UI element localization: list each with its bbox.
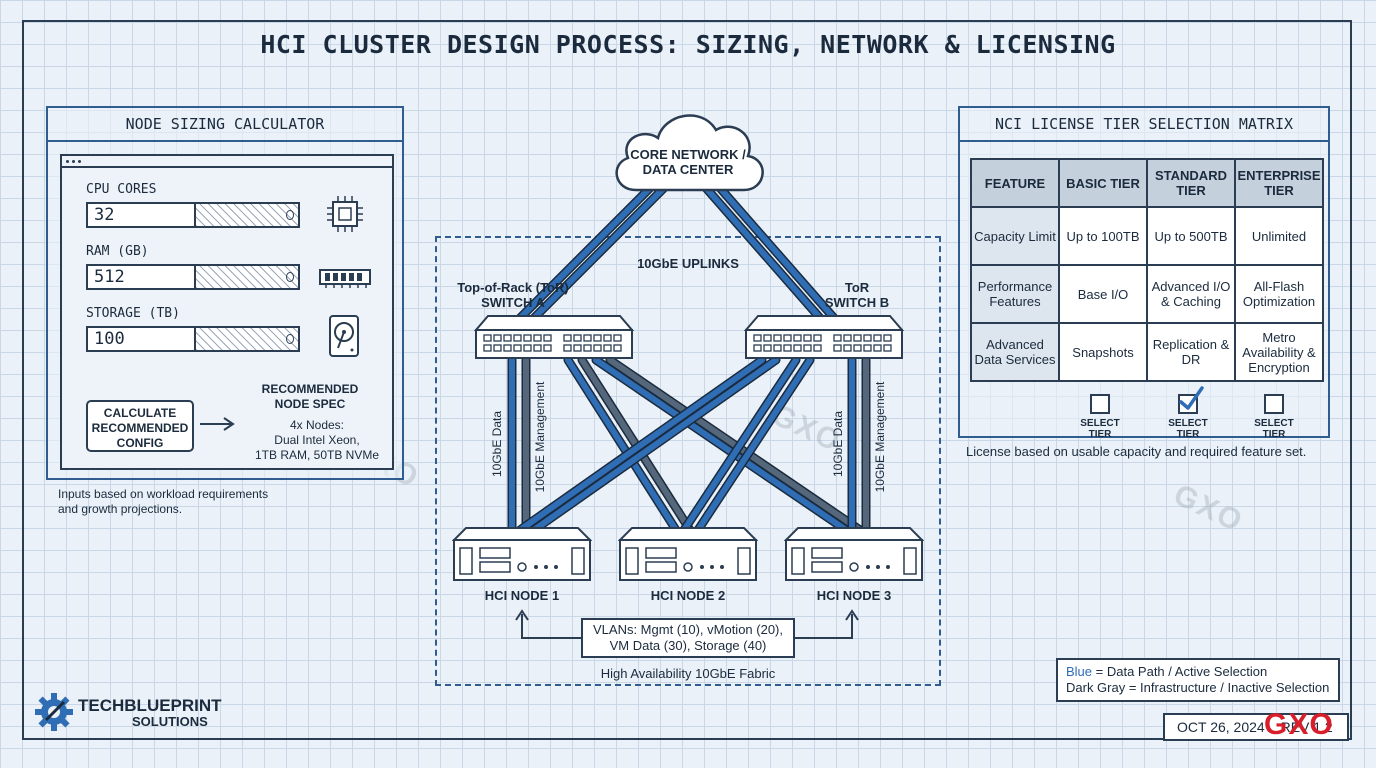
table-row: Capacity Limit Up to 100TB Up to 500TB U…: [970, 206, 1324, 266]
storage-label: STORAGE (TB): [86, 306, 180, 321]
table-row: Performance Features Base I/O Advanced I…: [970, 264, 1324, 324]
ha-fabric-boundary: [435, 236, 941, 686]
license-note: License based on usable capacity and req…: [966, 444, 1307, 459]
table-cell: Up to 500TB: [1146, 206, 1236, 266]
license-tier-table: FEATURE BASIC TIER STANDARD TIER ENTERPR…: [970, 158, 1324, 382]
enterprise-tier-checkbox[interactable]: [1264, 394, 1284, 414]
hci-node-2-icon: [618, 527, 758, 581]
vlan-info-box: VLANs: Mgmt (10), vMotion (20), VM Data …: [581, 618, 795, 658]
node-sizing-panel: NODE SIZING CALCULATOR CPU CORES 32 RAM …: [46, 106, 404, 480]
color-legend: Blue = Data Path / Active Selection Dark…: [1056, 658, 1340, 702]
cpu-cores-value: 32: [88, 204, 196, 226]
checkmark-icon: [1179, 386, 1204, 410]
link-label-text: 10GbE Data: [490, 410, 504, 478]
gear-logo-icon: [35, 693, 73, 731]
window-titlebar: [62, 156, 392, 168]
table-cell: Base I/O: [1058, 264, 1148, 324]
spec-line: 4x Nodes:: [289, 418, 345, 432]
vlan-line: VM Data (30), Storage (40): [609, 638, 767, 653]
table-cell: All-Flash Optimization: [1234, 264, 1324, 324]
hci-node-1-icon: [452, 527, 592, 581]
standard-tier-checkbox[interactable]: [1178, 386, 1204, 414]
table-cell: Advanced I/O & Caching: [1146, 264, 1236, 324]
ram-label: RAM (GB): [86, 244, 149, 259]
switch-a-icon: [474, 315, 634, 359]
spec-line: Dual Intel Xeon,: [274, 433, 360, 447]
storage-value: 100: [88, 328, 196, 350]
legend-blue-word: Blue: [1066, 664, 1093, 679]
uplink-links: [515, 183, 839, 323]
uplinks-label: 10GbE UPLINKS: [637, 256, 739, 271]
table-header-cell: ENTERPRISE TIER: [1234, 158, 1324, 208]
cpu-cores-input[interactable]: 32: [86, 202, 300, 228]
legend-blue-text: = Data Path / Active Selection: [1092, 664, 1268, 679]
link-label-text: 10GbE Management: [873, 381, 887, 493]
link-label-text: 10GbE Management: [533, 381, 547, 493]
ram-value: 512: [88, 266, 196, 288]
table-header-cell: BASIC TIER: [1058, 158, 1148, 208]
select-tier-label: SELECT TIER: [1080, 418, 1120, 440]
table-row-header: Advanced Data Services: [970, 322, 1060, 382]
note-line: Inputs based on workload requirements: [58, 487, 269, 501]
hci-node-1-label: HCI NODE 1: [484, 588, 560, 603]
calculator-window: CPU CORES 32 RAM (GB) 512 STORAGE (TB): [60, 154, 394, 470]
switch-to-node-links: [507, 355, 871, 535]
select-standard-tier[interactable]: SELECT TIER: [1156, 386, 1220, 440]
table-cell: Up to 100TB: [1058, 206, 1148, 266]
table-cell: Replication & DR: [1146, 322, 1236, 382]
switch-a-label: Top-of-Rack (ToR) SWITCH A: [457, 280, 569, 310]
hard-drive-icon: [329, 315, 359, 357]
ram-input[interactable]: 512: [86, 264, 300, 290]
select-tier-label: SELECT TIER: [1254, 418, 1294, 440]
hci-node-3-icon: [784, 527, 924, 581]
cloud-icon: [615, 114, 764, 192]
revision-text: REV 1.2: [1280, 719, 1333, 735]
company-logo-text: TECHBLUEPRINT: [78, 696, 222, 715]
revision-box: OCT 26, 2024 REV 1.2: [1163, 713, 1349, 741]
select-basic-tier[interactable]: SELECT TIER: [1068, 394, 1132, 440]
vlan-arrows: [515, 609, 859, 639]
table-cell: Snapshots: [1058, 322, 1148, 382]
table-row-header: Capacity Limit: [970, 206, 1060, 266]
calculate-config-button[interactable]: CALCULATE RECOMMENDED CONFIG: [86, 400, 194, 452]
fabric-caption: High Availability 10GbE Fabric: [600, 666, 776, 681]
page-title: HCI CLUSTER DESIGN PROCESS: SIZING, NETW…: [260, 30, 1116, 59]
table-cell: Metro Availability & Encryption: [1234, 322, 1324, 382]
select-tier-label: SELECT TIER: [1168, 418, 1208, 440]
watermark-logo: GXO: [1264, 708, 1334, 741]
storage-input[interactable]: 100: [86, 326, 300, 352]
core-network-label: CORE NETWORK / DATA CENTER: [630, 147, 746, 177]
company-logo-subtext: SOLUTIONS: [132, 714, 208, 729]
switch-b-label: ToR SWITCH B: [824, 280, 890, 310]
legend-gray-entry: Dark Gray = Infrastructure / Inactive Se…: [1066, 680, 1330, 695]
recommended-spec-details: 4x Nodes: Dual Intel Xeon, 1TB RAM, 50TB…: [242, 418, 392, 463]
date-text: OCT 26, 2024: [1177, 719, 1265, 735]
license-matrix-header: NCI LICENSE TIER SELECTION MATRIX: [960, 108, 1328, 142]
table-cell: Unlimited: [1234, 206, 1324, 266]
switch-b-icon: [744, 315, 904, 359]
hci-node-2-label: HCI NODE 2: [650, 588, 726, 603]
sizing-note: Inputs based on workload requirements an…: [58, 487, 268, 517]
vlan-line: VLANs: Mgmt (10), vMotion (20),: [593, 622, 783, 637]
spec-line: 1TB RAM, 50TB NVMe: [254, 448, 380, 462]
drawing-frame: [22, 20, 1352, 740]
note-line: and growth projections.: [58, 502, 183, 516]
node-sizing-header: NODE SIZING CALCULATOR: [48, 108, 402, 142]
recommended-spec-title: RECOMMENDED NODE SPEC: [261, 382, 359, 411]
select-enterprise-tier[interactable]: SELECT TIER: [1242, 394, 1306, 440]
basic-tier-checkbox[interactable]: [1090, 394, 1110, 414]
legend-blue-entry: Blue = Data Path / Active Selection: [1066, 664, 1330, 680]
link-label-text: 10GbE Data: [831, 410, 845, 478]
ram-module-icon: [319, 269, 371, 288]
cpu-cores-label: CPU CORES: [86, 182, 157, 197]
table-row-header: Performance Features: [970, 264, 1060, 324]
license-matrix-panel: NCI LICENSE TIER SELECTION MATRIX FEATUR…: [958, 106, 1330, 440]
cpu-chip-icon: [327, 196, 363, 232]
table-header-cell: STANDARD TIER: [1146, 158, 1236, 208]
hci-node-3-label: HCI NODE 3: [816, 588, 892, 603]
table-header-cell: FEATURE: [970, 158, 1060, 208]
arrow-right-icon: [200, 417, 235, 431]
table-row: Advanced Data Services Snapshots Replica…: [970, 322, 1324, 382]
